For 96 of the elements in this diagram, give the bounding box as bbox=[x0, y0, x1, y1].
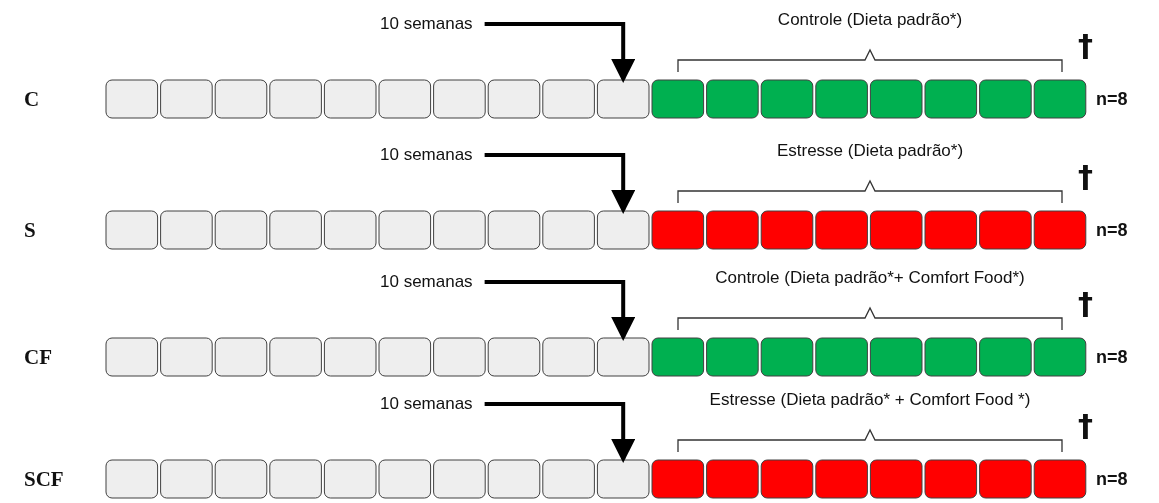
week-block bbox=[596, 79, 650, 119]
week-block bbox=[378, 79, 432, 119]
week-block bbox=[815, 459, 868, 499]
week-block bbox=[269, 210, 322, 250]
week-block bbox=[869, 210, 923, 250]
week-block bbox=[269, 459, 322, 499]
week-block bbox=[160, 459, 213, 499]
week-block bbox=[160, 337, 213, 377]
week-block bbox=[105, 210, 159, 250]
week-block bbox=[924, 79, 978, 119]
week-block bbox=[815, 210, 868, 250]
sample-size: n=8 bbox=[1096, 88, 1128, 110]
week-block bbox=[214, 210, 268, 250]
week-block bbox=[1033, 459, 1087, 499]
week-block bbox=[323, 459, 377, 499]
week-block bbox=[651, 79, 705, 119]
week-block bbox=[651, 210, 705, 250]
arrow bbox=[484, 402, 636, 463]
group-description: Controle (Dieta padrão*) bbox=[777, 10, 963, 30]
week-block bbox=[924, 210, 978, 250]
duration-label: 10 semanas bbox=[380, 145, 473, 165]
week-block bbox=[596, 459, 650, 499]
week-block bbox=[433, 459, 486, 499]
week-block bbox=[979, 459, 1032, 499]
sample-size: n=8 bbox=[1096, 346, 1128, 368]
week-block bbox=[869, 337, 923, 377]
week-block bbox=[378, 459, 432, 499]
week-block bbox=[706, 210, 759, 250]
week-block bbox=[596, 210, 650, 250]
week-block bbox=[160, 210, 213, 250]
week-block bbox=[706, 337, 759, 377]
week-block bbox=[269, 337, 322, 377]
week-block bbox=[378, 210, 432, 250]
week-block bbox=[105, 337, 159, 377]
week-block bbox=[815, 79, 868, 119]
group-label: S bbox=[24, 217, 36, 243]
week-block bbox=[433, 337, 486, 377]
week-block bbox=[760, 337, 814, 377]
week-block bbox=[596, 337, 650, 377]
week-block bbox=[323, 79, 377, 119]
week-block bbox=[979, 210, 1032, 250]
duration-label: 10 semanas bbox=[380, 272, 473, 292]
group-description: Estresse (Dieta padrão*) bbox=[776, 141, 964, 161]
duration-label: 10 semanas bbox=[380, 394, 473, 414]
week-block bbox=[760, 210, 814, 250]
week-block bbox=[433, 210, 486, 250]
week-block bbox=[706, 79, 759, 119]
week-block bbox=[105, 79, 159, 119]
arrow bbox=[484, 280, 636, 341]
group-label: SCF bbox=[24, 466, 64, 492]
week-block bbox=[979, 79, 1032, 119]
dagger-mark: † bbox=[1078, 159, 1093, 194]
arrow bbox=[484, 22, 636, 83]
week-block bbox=[1033, 79, 1087, 119]
week-block bbox=[487, 459, 541, 499]
week-block bbox=[160, 79, 213, 119]
week-block bbox=[924, 337, 978, 377]
week-block bbox=[378, 337, 432, 377]
dagger-mark: † bbox=[1078, 286, 1093, 321]
dagger-mark: † bbox=[1078, 28, 1093, 63]
sample-size: n=8 bbox=[1096, 468, 1128, 490]
week-block bbox=[924, 459, 978, 499]
week-block bbox=[1033, 337, 1087, 377]
week-block bbox=[1033, 210, 1087, 250]
week-block bbox=[651, 459, 705, 499]
week-block bbox=[815, 337, 868, 377]
group-description: Controle (Dieta padrão*+ Comfort Food*) bbox=[715, 268, 1025, 288]
group-label: CF bbox=[24, 344, 52, 370]
week-block bbox=[760, 459, 814, 499]
week-block bbox=[487, 337, 541, 377]
week-block bbox=[869, 79, 923, 119]
week-block bbox=[760, 79, 814, 119]
week-block bbox=[651, 337, 705, 377]
week-block bbox=[706, 459, 759, 499]
dagger-mark: † bbox=[1078, 408, 1093, 443]
week-block bbox=[214, 337, 268, 377]
week-block bbox=[323, 210, 377, 250]
week-block bbox=[323, 337, 377, 377]
week-block bbox=[979, 337, 1032, 377]
week-block bbox=[542, 210, 595, 250]
week-block bbox=[487, 79, 541, 119]
week-block bbox=[269, 79, 322, 119]
group-label: C bbox=[24, 86, 40, 112]
week-block bbox=[214, 79, 268, 119]
week-block bbox=[542, 337, 595, 377]
week-block bbox=[869, 459, 923, 499]
week-block bbox=[214, 459, 268, 499]
week-block bbox=[487, 210, 541, 250]
sample-size: n=8 bbox=[1096, 219, 1128, 241]
week-block bbox=[542, 459, 595, 499]
week-block bbox=[105, 459, 159, 499]
duration-label: 10 semanas bbox=[380, 14, 473, 34]
week-block bbox=[433, 79, 486, 119]
arrow bbox=[484, 153, 636, 214]
group-description: Estresse (Dieta padrão* + Comfort Food *) bbox=[709, 390, 1031, 410]
week-block bbox=[542, 79, 595, 119]
